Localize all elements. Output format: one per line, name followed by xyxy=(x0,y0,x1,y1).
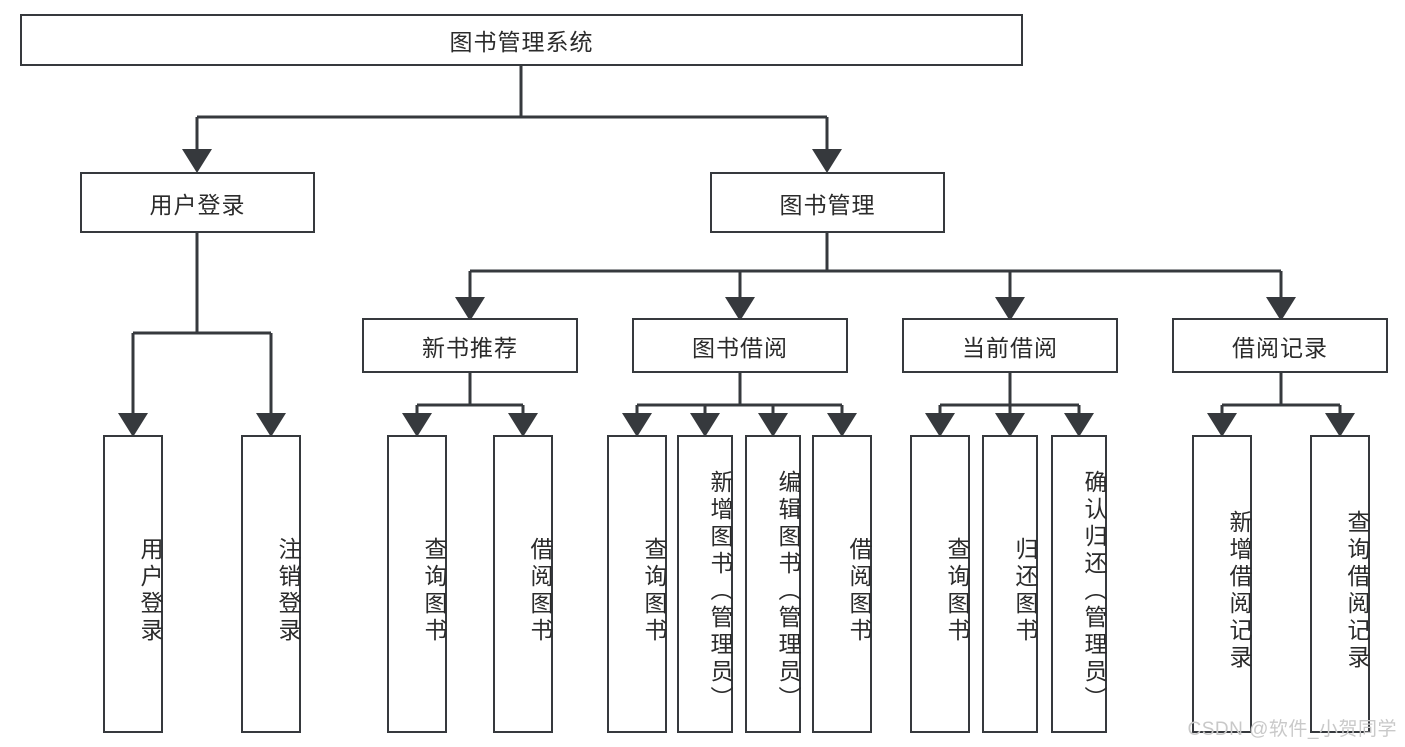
node-root-book-management-system[interactable]: 图书管理系统 xyxy=(20,14,1023,66)
node-label: 查询图书 xyxy=(944,537,970,645)
leaf-record-add-borrow-record[interactable]: 新增借阅记录 xyxy=(1192,435,1252,733)
node-new-book-recommend[interactable]: 新书推荐 xyxy=(362,318,578,373)
node-label: 编辑图书（管理员） xyxy=(775,469,801,713)
node-label: 新增图书（管理员） xyxy=(707,469,733,713)
leaf-borrow-borrow-book[interactable]: 借阅图书 xyxy=(812,435,872,733)
leaf-current-return-book[interactable]: 归还图书 xyxy=(982,435,1038,733)
node-label: 确认归还（管理员） xyxy=(1081,469,1107,713)
node-label: 新书推荐 xyxy=(422,334,518,361)
leaf-record-query-borrow-record[interactable]: 查询借阅记录 xyxy=(1310,435,1370,733)
watermark: CSDN @软件_小贺同学 xyxy=(1187,719,1397,740)
node-current-borrow[interactable]: 当前借阅 xyxy=(902,318,1118,373)
leaf-current-confirm-return-admin[interactable]: 确认归还（管理员） xyxy=(1051,435,1107,733)
leaf-borrow-query-book[interactable]: 查询图书 xyxy=(607,435,667,733)
node-label: 借阅图书 xyxy=(527,537,553,645)
node-label: 查询图书 xyxy=(421,537,447,645)
node-label: 新增借阅记录 xyxy=(1226,510,1252,672)
node-label: 借阅记录 xyxy=(1232,334,1328,361)
node-user-login[interactable]: 用户登录 xyxy=(80,172,315,233)
node-label: 当前借阅 xyxy=(962,334,1058,361)
leaf-current-query-book[interactable]: 查询图书 xyxy=(910,435,970,733)
leaf-logout[interactable]: 注销登录 xyxy=(241,435,301,733)
node-label: 用户登录 xyxy=(149,191,246,218)
node-label: 查询借阅记录 xyxy=(1344,510,1370,672)
node-label: 注销登录 xyxy=(275,537,301,645)
leaf-borrow-add-book-admin[interactable]: 新增图书（管理员） xyxy=(677,435,733,733)
node-label: 查询图书 xyxy=(641,537,667,645)
node-borrow-record[interactable]: 借阅记录 xyxy=(1172,318,1388,373)
node-label: 借阅图书 xyxy=(846,537,872,645)
leaf-user-login[interactable]: 用户登录 xyxy=(103,435,163,733)
node-book-management[interactable]: 图书管理 xyxy=(710,172,945,233)
leaf-newbook-query-book[interactable]: 查询图书 xyxy=(387,435,447,733)
node-label: 归还图书 xyxy=(1012,537,1038,645)
node-label: 图书借阅 xyxy=(692,334,788,361)
leaf-borrow-edit-book-admin[interactable]: 编辑图书（管理员） xyxy=(745,435,801,733)
node-label: 图书管理 xyxy=(779,191,876,218)
node-label: 用户登录 xyxy=(137,537,163,645)
node-book-borrow[interactable]: 图书借阅 xyxy=(632,318,848,373)
node-label: 图书管理系统 xyxy=(449,29,594,55)
leaf-newbook-borrow-book[interactable]: 借阅图书 xyxy=(493,435,553,733)
